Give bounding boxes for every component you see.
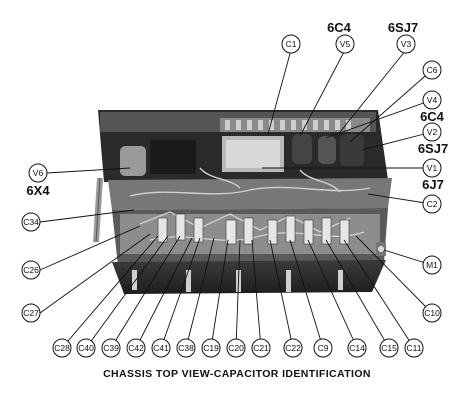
callout-label: C20 — [228, 343, 244, 353]
leader-c41 — [160, 237, 201, 349]
callout-c39: C39 — [101, 338, 121, 358]
callout-v5: V5 — [335, 34, 355, 54]
callout-label: C27 — [23, 308, 39, 318]
leader-v3 — [339, 49, 407, 133]
leader-c39 — [110, 235, 181, 349]
callout-label: V5 — [340, 39, 351, 49]
callout-c2: C2 — [422, 194, 442, 214]
callout-label: C14 — [349, 343, 365, 353]
callout-label: C26 — [23, 265, 39, 275]
callout-label: C41 — [153, 343, 169, 353]
leader-v2 — [361, 131, 433, 151]
tube-label-v3: 6SJ7 — [388, 20, 418, 35]
tube-label-v4: 6C4 — [420, 109, 445, 124]
callout-label: C40 — [78, 343, 94, 353]
callout-label: C28 — [54, 343, 70, 353]
callout-c9: C9 — [313, 338, 333, 358]
leader-c1 — [267, 49, 292, 135]
callout-c14: C14 — [347, 338, 367, 358]
callout-label: C19 — [203, 343, 219, 353]
leader-c19 — [210, 239, 229, 349]
leader-c15 — [325, 239, 390, 349]
leader-c14 — [307, 239, 358, 349]
callout-label: C15 — [381, 343, 397, 353]
callout-v1: V1 — [422, 158, 442, 178]
callout-c21: C21 — [251, 338, 271, 358]
callout-bubbles: C1 V5 V3 C6 V4 V2 V1 V6 C2 C34 C26 C27 M… — [21, 34, 442, 358]
leader-c26 — [39, 225, 141, 271]
callout-v4: V4 — [422, 90, 442, 110]
callout-c10: C10 — [422, 303, 442, 323]
callout-c27: C27 — [21, 303, 41, 323]
callout-c40: C40 — [76, 338, 96, 358]
callout-label: C39 — [103, 343, 119, 353]
callout-c41: C41 — [151, 338, 171, 358]
leader-c40 — [85, 235, 169, 349]
tube-label-v5: 6C4 — [327, 20, 352, 35]
callout-c11: C11 — [404, 338, 424, 358]
callout-label: V4 — [427, 95, 438, 105]
callout-label: V2 — [427, 127, 438, 137]
leader-c42 — [135, 237, 193, 349]
callout-label: C9 — [318, 343, 329, 353]
callout-label: C2 — [427, 199, 438, 209]
callout-c26: C26 — [21, 260, 41, 280]
leader-c10 — [355, 235, 433, 314]
tube-label-v6: 6X4 — [26, 183, 50, 198]
chassis-photo — [93, 110, 392, 294]
callout-c15: C15 — [379, 338, 399, 358]
leader-c27 — [39, 233, 151, 314]
leader-v6 — [46, 167, 131, 174]
figure-caption: CHASSIS TOP VIEW-CAPACITOR IDENTIFICATIO… — [103, 368, 371, 380]
leader-c22 — [269, 239, 294, 349]
leader-c28 — [61, 235, 159, 349]
callout-label: M1 — [426, 260, 438, 270]
tube-label-v1: 6J7 — [422, 177, 444, 192]
callout-label: C6 — [427, 65, 438, 75]
callout-c34: C34 — [21, 212, 41, 232]
leader-c34 — [39, 209, 135, 223]
callout-c22: C22 — [283, 338, 303, 358]
leader-c38 — [185, 237, 215, 349]
callout-label: C38 — [178, 343, 194, 353]
callout-c1: C1 — [281, 34, 301, 54]
leader-c20 — [235, 239, 241, 349]
callout-v6: V6 — [28, 163, 48, 183]
callout-label: V6 — [33, 168, 44, 178]
callout-label: C34 — [23, 217, 39, 227]
callout-v3: V3 — [396, 34, 416, 54]
leader-c21 — [251, 239, 262, 349]
tube-label-v2: 6SJ7 — [418, 141, 448, 156]
tube-type-labels: 6C4 6SJ7 6C4 6SJ7 6X4 6J7 — [26, 20, 448, 198]
callout-m1: M1 — [422, 255, 442, 275]
leader-v4 — [325, 99, 433, 139]
leader-c11 — [343, 239, 415, 349]
callout-c6: C6 — [422, 60, 442, 80]
callout-label: V1 — [427, 163, 438, 173]
callout-c38: C38 — [176, 338, 196, 358]
callout-label: C42 — [128, 343, 144, 353]
callout-label: C22 — [285, 343, 301, 353]
callout-label: C21 — [253, 343, 269, 353]
callout-c42: C42 — [126, 338, 146, 358]
leader-c2 — [367, 193, 433, 205]
callout-c20: C20 — [226, 338, 246, 358]
leader-c9 — [289, 239, 324, 349]
callout-c28: C28 — [52, 338, 72, 358]
leader-v5 — [299, 49, 346, 137]
leader-c6 — [349, 69, 433, 143]
callout-v2: V2 — [422, 122, 442, 142]
callout-label: C1 — [286, 39, 297, 49]
callout-leaders — [39, 49, 433, 349]
callout-label: V3 — [401, 39, 412, 49]
callout-c19: C19 — [201, 338, 221, 358]
callout-label: C10 — [424, 308, 440, 318]
callout-label: C11 — [407, 343, 422, 353]
